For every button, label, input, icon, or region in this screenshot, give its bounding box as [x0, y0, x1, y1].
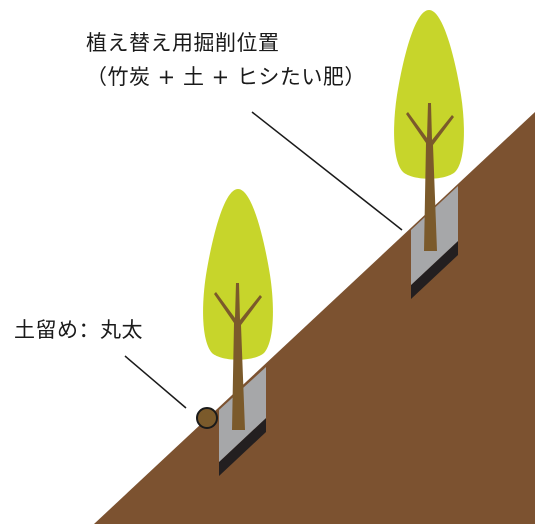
pit-leader-line [251, 111, 403, 231]
lower-pit-shadow [219, 418, 266, 476]
upper-tree-foliage [394, 10, 464, 179]
lower-tree [203, 189, 273, 430]
retaining-log [196, 407, 218, 429]
pit-materials-label: （竹炭 + 土 + ヒシたい肥） [86, 65, 366, 89]
lower-tree-foliage [203, 189, 273, 360]
pit-title-label: 植え替え用掘削位置 [86, 31, 280, 55]
upper-tree-trunk [406, 103, 454, 251]
upper-pit-shadow [411, 241, 458, 299]
upper-tree [394, 10, 464, 251]
log-leader-line [124, 355, 187, 409]
retaining-log-label: 土留め：丸太 [14, 318, 143, 342]
hillside-slope [94, 112, 535, 524]
lower-tree-trunk [214, 283, 262, 430]
